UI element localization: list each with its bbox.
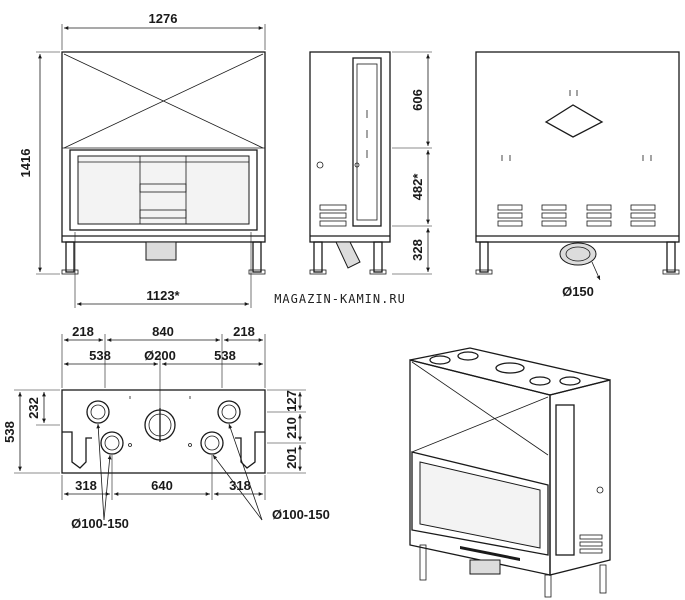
top-duct-right-label: Ø100-150 bbox=[272, 507, 330, 522]
top-front-offset-label: 232 bbox=[26, 397, 41, 419]
front-height-label: 1416 bbox=[18, 149, 33, 178]
top-center-diameter-label: Ø200 bbox=[144, 348, 176, 363]
top-left-spacing-label: 538 bbox=[89, 348, 111, 363]
top-duct-rear-left bbox=[100, 431, 124, 455]
back-top-hatch bbox=[544, 104, 604, 138]
side-panel bbox=[352, 57, 382, 227]
front-width-label: 1276 bbox=[149, 11, 178, 26]
back-leg-right bbox=[666, 241, 676, 273]
top-right-offset-bottom-label: 201 bbox=[284, 447, 299, 469]
side-mid-height-label: 482* bbox=[410, 173, 425, 201]
back-vent-group-1 bbox=[497, 204, 523, 227]
top-bottom-center-label: 640 bbox=[151, 478, 173, 493]
top-right-spacing-label: 538 bbox=[214, 348, 236, 363]
front-door-frame bbox=[69, 149, 258, 231]
back-housing bbox=[475, 51, 680, 243]
front-ash-box bbox=[145, 241, 177, 261]
side-bottom-height-label: 328 bbox=[410, 239, 425, 261]
side-leg-left bbox=[313, 241, 323, 273]
front-view: 1276 1416 1123* bbox=[18, 11, 266, 308]
front-leg-left bbox=[65, 241, 75, 273]
back-flue-outlet bbox=[559, 242, 597, 266]
back-view: Ø150 bbox=[475, 51, 680, 299]
top-bottom-right-label: 318 bbox=[229, 478, 251, 493]
top-right-offset-top-label: 127 bbox=[284, 390, 299, 412]
back-leg-left bbox=[479, 241, 489, 273]
front-opening-width-label: 1123* bbox=[146, 288, 180, 303]
top-duct-front-right bbox=[217, 400, 241, 424]
side-duct bbox=[335, 241, 361, 269]
isometric-view bbox=[409, 347, 611, 598]
back-vent-group-3 bbox=[586, 204, 612, 227]
back-vent-group-4 bbox=[630, 204, 656, 227]
top-center-span-label: 840 bbox=[152, 324, 174, 339]
back-vent-group-2 bbox=[541, 204, 567, 227]
front-leg-right bbox=[252, 241, 262, 273]
front-glass bbox=[77, 155, 250, 225]
side-view: 606 482* 328 bbox=[309, 51, 432, 275]
back-flue-diameter-label: Ø150 bbox=[562, 284, 594, 299]
top-duct-front-left bbox=[86, 400, 110, 424]
iso-side-face bbox=[549, 379, 611, 576]
top-view: 218 840 218 538 Ø200 538 538 232 127 210… bbox=[2, 324, 330, 531]
top-depth-label: 538 bbox=[2, 421, 17, 443]
top-bottom-left-label: 318 bbox=[75, 478, 97, 493]
top-right-edge-label: 218 bbox=[233, 324, 255, 339]
watermark: MAGAZIN-KAMIN.RU bbox=[274, 292, 406, 306]
side-housing bbox=[309, 51, 391, 243]
side-leg-right bbox=[373, 241, 383, 273]
side-top-height-label: 606 bbox=[410, 89, 425, 111]
top-left-edge-label: 218 bbox=[72, 324, 94, 339]
top-right-offset-mid-label: 210 bbox=[284, 417, 299, 439]
top-duct-rear-right bbox=[200, 431, 224, 455]
top-duct-left-label: Ø100-150 bbox=[71, 516, 129, 531]
